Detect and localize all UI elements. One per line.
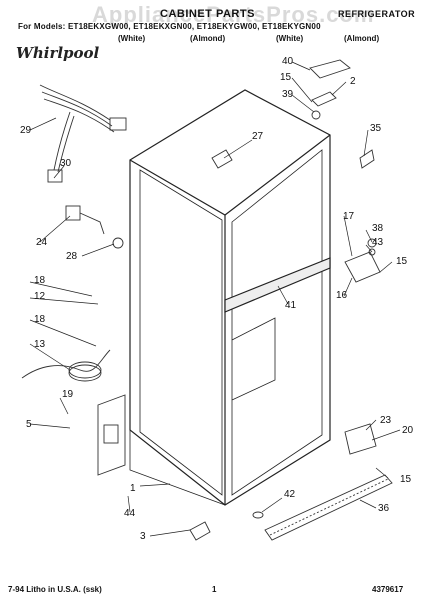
footer-litho: 7-94 Litho in U.S.A. (ssk) xyxy=(8,585,102,594)
wiring-harness xyxy=(39,84,127,183)
color-label-3: (White) xyxy=(276,34,304,43)
callout-15: 15 xyxy=(400,474,412,485)
callout-5: 5 xyxy=(26,419,32,430)
callout-41: 41 xyxy=(285,300,297,311)
color-label-2: (Almond) xyxy=(190,34,226,43)
color-label-1: (White) xyxy=(118,34,146,43)
watermark-text: AppliancePartsPros.com xyxy=(92,2,375,27)
callout-19: 19 xyxy=(62,389,74,400)
callout-27: 27 xyxy=(252,131,264,142)
callout-1: 1 xyxy=(130,483,136,494)
leader-lines xyxy=(29,61,401,537)
toe-grille xyxy=(264,474,393,541)
footer-page-number: 1 xyxy=(212,585,217,594)
callout-29: 29 xyxy=(20,125,32,136)
callout-35: 35 xyxy=(370,123,382,134)
callout-23: 23 xyxy=(380,415,392,426)
callout-39: 39 xyxy=(282,89,294,100)
callout-2: 2 xyxy=(350,76,356,87)
callout-13: 13 xyxy=(34,339,46,350)
callout-36: 36 xyxy=(378,503,390,514)
callout-3: 3 xyxy=(140,531,146,542)
footer-part-number: 4379617 xyxy=(372,585,404,594)
models-line: For Models: ET18EKXGW00, ET18EKXGN00, ET… xyxy=(18,22,321,31)
whirlpool-logo: Whirlpool xyxy=(16,44,100,62)
leveling-leg-and-bumper xyxy=(189,511,264,541)
callout-30: 30 xyxy=(60,158,72,169)
control-knob xyxy=(211,149,233,169)
power-cord xyxy=(21,349,111,382)
callout-18: 18 xyxy=(34,314,46,325)
lower-left-bracket xyxy=(97,394,126,476)
callout-24: 24 xyxy=(36,237,48,248)
callout-44: 44 xyxy=(124,508,136,519)
callout-18: 18 xyxy=(34,275,46,286)
callout-40: 40 xyxy=(282,56,294,67)
lower-hinge-parts xyxy=(344,423,377,455)
callout-38: 38 xyxy=(372,223,384,234)
callout-28: 28 xyxy=(66,251,78,262)
callout-15: 15 xyxy=(396,256,408,267)
top-hinge-parts xyxy=(309,59,375,169)
callout-20: 20 xyxy=(402,425,414,436)
callout-12: 12 xyxy=(34,291,46,302)
callout-42: 42 xyxy=(284,489,296,500)
callout-15: 15 xyxy=(280,72,292,83)
appliance-type: REFRIGERATOR xyxy=(338,9,416,19)
color-label-4: (Almond) xyxy=(344,34,380,43)
thermostat-parts xyxy=(65,205,124,249)
callout-43: 43 xyxy=(372,237,384,248)
callout-17: 17 xyxy=(343,211,355,222)
callout-16: 16 xyxy=(336,290,348,301)
refrigerator-cabinet xyxy=(129,89,331,506)
page-title: CABINET PARTS xyxy=(160,8,255,20)
